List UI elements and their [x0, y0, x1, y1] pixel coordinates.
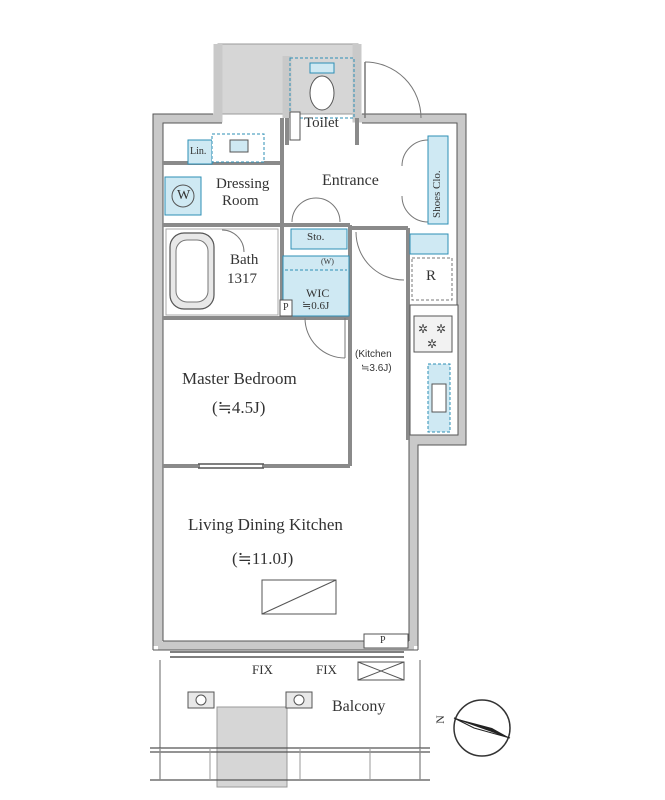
toilet-room-outline	[289, 57, 355, 119]
refrigerator-space	[411, 257, 453, 301]
room-label-bath-2: 1317	[227, 271, 257, 287]
bath-door-arc	[221, 229, 245, 253]
room-label-master-area: (≒4.5J)	[212, 398, 266, 417]
room-label-bath-1: Bath	[230, 252, 259, 268]
compass-icon	[453, 699, 511, 757]
shoes-closet-door-arc	[401, 139, 429, 167]
balcony-railing	[150, 747, 430, 781]
label-fix-left: FIX	[252, 662, 273, 677]
burner-icon: ✲	[427, 337, 437, 351]
label-fix-right: FIX	[316, 662, 337, 677]
storage-closet	[290, 228, 348, 250]
burner-icon: ✲	[436, 322, 446, 336]
drain-left-icon	[195, 694, 207, 706]
room-label-kitchen-1: (Kitchen	[355, 349, 392, 360]
wic-pipe-space	[279, 299, 293, 317]
room-label-ldk: Living Dining Kitchen	[188, 515, 343, 534]
compass-north-label: N	[432, 715, 447, 724]
room-label-master-bedroom: Master Bedroom	[182, 369, 297, 388]
label-refrigerator: R	[426, 268, 437, 284]
washer-pan	[164, 176, 202, 216]
room-label-dressing-2: Room	[222, 193, 259, 209]
toilet-bowl-icon	[309, 75, 335, 111]
bathtub-inner	[175, 239, 209, 303]
label-ldk-pipe: P	[380, 635, 386, 646]
room-label-entrance: Entrance	[322, 172, 379, 189]
drain-right-icon	[293, 694, 305, 706]
hall-door-arc-2	[315, 197, 341, 223]
linen-cabinet	[187, 139, 213, 165]
balcony-sash	[170, 651, 404, 658]
entrance-cabinet	[409, 233, 449, 255]
room-label-wic-2: ≒0.6J	[302, 300, 330, 312]
balcony-column	[216, 706, 288, 788]
outer-wall-edges	[152, 113, 467, 651]
room-label-kitchen-2: ≒3.6J)	[361, 363, 392, 374]
room-label-dressing-1: Dressing	[216, 176, 270, 192]
entrance-door-arc	[364, 61, 422, 119]
floor-heating-diagonal	[261, 579, 337, 615]
shoes-closet	[427, 135, 449, 225]
sink-basin	[229, 139, 249, 153]
room-label-shoes-closet: Shoes Clo.	[431, 170, 443, 218]
walk-in-closet	[282, 255, 350, 317]
room-label-balcony: Balcony	[332, 698, 386, 715]
floor-heating-mark	[261, 579, 337, 615]
room-label-wic-w: (W)	[321, 257, 334, 266]
room-label-wic-1: WIC	[306, 286, 330, 300]
kitchen-sink-basin	[431, 383, 447, 413]
interior-walls	[163, 118, 410, 468]
bathroom-floor	[165, 228, 279, 316]
wic-door-arc	[304, 317, 346, 359]
ldk-pipe-space	[363, 633, 409, 649]
stove-top	[413, 315, 453, 353]
room-label-ldk-area: (≒11.0J)	[232, 549, 294, 568]
room-label-washer: W	[177, 188, 191, 203]
toilet-tank	[309, 62, 335, 74]
kitchen-door-arc	[355, 231, 405, 281]
burner-icon: ✲	[418, 322, 428, 336]
hall-door-arc	[291, 197, 317, 223]
washer-icon	[171, 184, 195, 208]
shoes-closet-door-arc-2	[401, 195, 429, 223]
toilet-counter	[289, 111, 301, 141]
railing-posts	[159, 748, 421, 780]
label-pipe-space: P	[283, 302, 289, 313]
outdoor-unit-x2	[357, 661, 405, 681]
room-label-storage: Sto.	[307, 231, 325, 243]
room-label-linen: Lin.	[190, 146, 207, 157]
sliding-door-master	[198, 463, 264, 469]
room-label-toilet: Toilet	[304, 115, 339, 131]
